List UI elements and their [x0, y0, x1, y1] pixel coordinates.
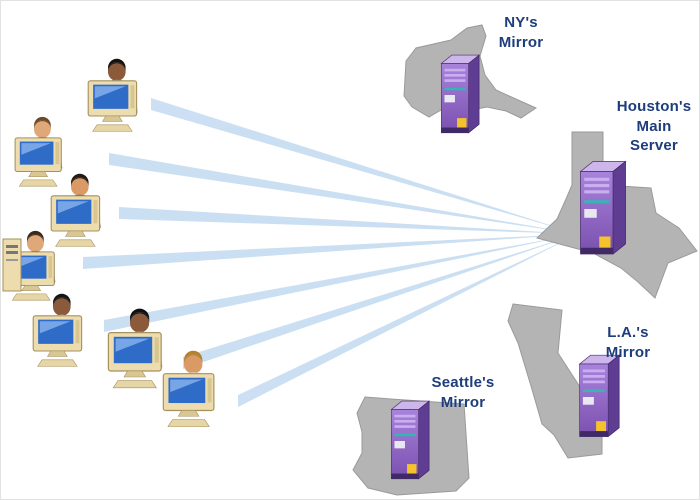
workstation-icon	[87, 58, 139, 132]
connection-beam	[183, 234, 578, 369]
label-seattle-mirror: Seattle's Mirror	[431, 374, 495, 411]
node-seattle	[352, 396, 470, 496]
california-state-shape	[507, 303, 603, 459]
computer-tower-icon	[2, 238, 22, 292]
connection-beam	[119, 207, 578, 234]
workstation-icon	[162, 350, 216, 428]
connection-beam	[83, 234, 578, 269]
label-ny-mirror: NY's Mirror	[498, 14, 544, 51]
connection-beam	[238, 234, 578, 407]
server-tower-icon-houston	[579, 160, 627, 255]
workstation-icon	[14, 116, 63, 187]
workstation-icon	[50, 173, 102, 247]
label-la-mirror: L.A.'s Mirror	[605, 324, 651, 361]
server-tower-icon-ny	[440, 54, 480, 134]
node-houston	[536, 131, 698, 299]
connection-beam	[151, 98, 578, 234]
server-tower-icon-seattle	[390, 400, 430, 480]
node-la	[507, 303, 620, 459]
client-users-cluster-illustration	[2, 58, 216, 428]
connection-beam	[104, 234, 578, 332]
connection-beams	[83, 98, 578, 407]
workstation-icon	[32, 293, 84, 367]
server-tower-icon-la	[579, 354, 620, 438]
label-houston-main-server: Houston's Main Server	[616, 98, 692, 154]
node-ny	[403, 24, 538, 134]
connection-beam	[109, 153, 578, 234]
